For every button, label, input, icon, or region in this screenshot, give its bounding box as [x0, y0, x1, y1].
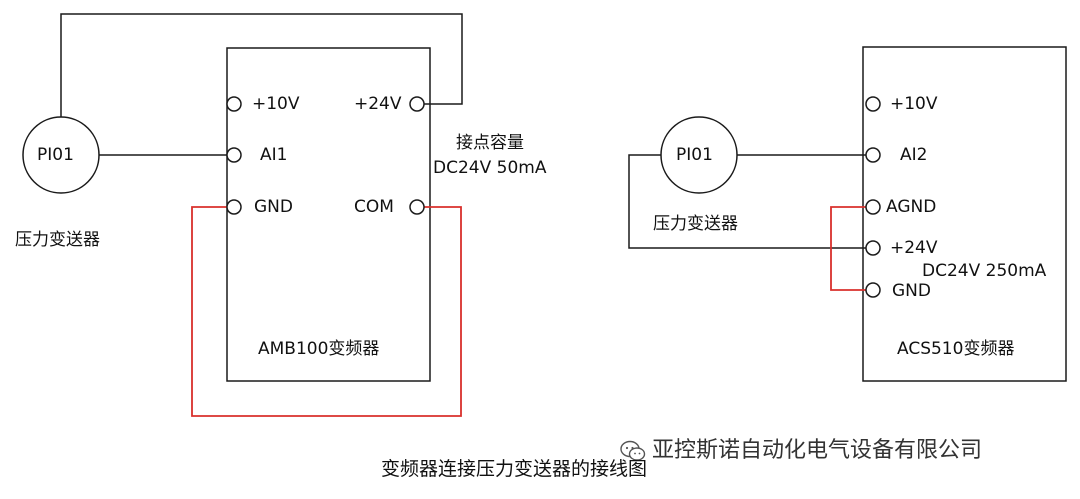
left-note-line2: DC24V 50mA — [433, 158, 547, 178]
right-wire-sensor-to-24v — [628, 154, 866, 249]
left-note-line1: 接点容量 — [456, 133, 524, 153]
right-sensor-tag: PI01 — [676, 145, 713, 165]
watermark-text: 亚控斯诺自动化电气设备有限公司 — [652, 438, 983, 463]
left-terminal-label-com: COM — [354, 197, 394, 217]
right-terminal-label-24v: +24V — [890, 238, 938, 258]
terminal-right-agnd — [865, 199, 881, 215]
left-wire-gnd-to-com — [191, 206, 462, 417]
terminal-left-gnd — [226, 199, 242, 215]
left-terminal-label-10v: +10V — [252, 94, 300, 114]
wechat-icon — [620, 440, 646, 461]
right-terminal-label-10v: +10V — [890, 94, 938, 114]
terminal-right-10v — [865, 96, 881, 112]
terminal-right-24v — [865, 240, 881, 256]
terminal-left-10v — [226, 96, 242, 112]
right-wire-agnd-to-gnd — [830, 206, 866, 291]
terminal-right-ai2 — [865, 147, 881, 163]
amb100-drive-box — [226, 47, 431, 382]
terminal-left-24v — [409, 96, 425, 112]
diagram-title: 变频器连接压力变送器的接线图 — [381, 458, 648, 480]
left-drive-name: AMB100变频器 — [258, 339, 380, 359]
right-drive-name: ACS510变频器 — [897, 339, 1015, 359]
right-note-line1: DC24V 250mA — [922, 261, 1047, 281]
right-terminal-label-agnd: AGND — [886, 197, 937, 217]
watermark: 亚控斯诺自动化电气设备有限公司 — [620, 440, 982, 462]
left-terminal-label-ai1: AI1 — [260, 145, 288, 165]
right-terminal-label-gnd: GND — [892, 281, 931, 301]
right-sensor-caption: 压力变送器 — [653, 214, 738, 234]
left-terminal-label-24v: +24V — [354, 94, 402, 114]
terminal-right-gnd — [865, 282, 881, 298]
acs510-drive-box — [862, 46, 1067, 382]
left-terminal-label-gnd: GND — [254, 197, 293, 217]
terminal-left-com — [409, 199, 425, 215]
right-terminal-label-ai2: AI2 — [900, 145, 928, 165]
left-wire-sensor-to-24v — [60, 13, 463, 117]
left-sensor-tag: PI01 — [37, 145, 74, 165]
left-sensor-caption: 压力变送器 — [15, 230, 100, 250]
terminal-left-ai1 — [226, 147, 242, 163]
